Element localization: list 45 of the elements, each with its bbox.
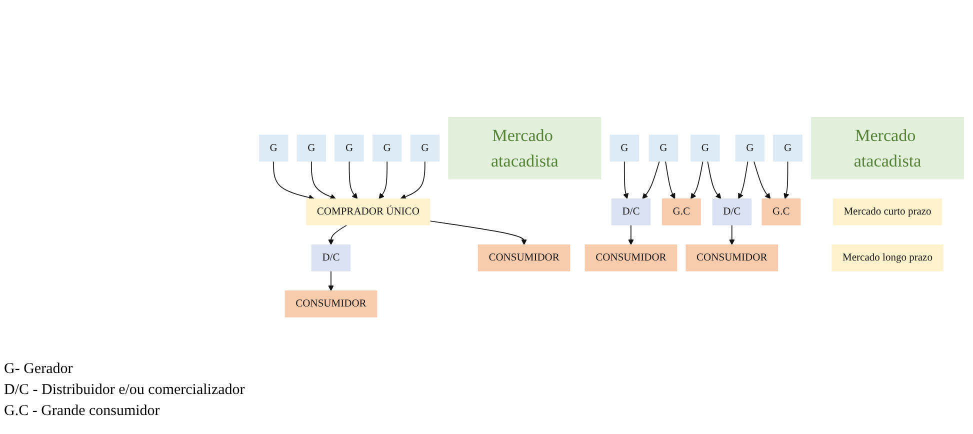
node-box: CONSUMIDOR (686, 244, 778, 272)
node-box: D/C (611, 198, 651, 226)
node-box: Mercado atacadista (810, 116, 964, 180)
node-box: G.C (762, 198, 801, 226)
node-box: G (296, 134, 326, 162)
node-box: Mercado atacadista (448, 116, 602, 180)
arrow (273, 160, 314, 200)
node-box: G (258, 134, 288, 162)
arrow (430, 220, 527, 245)
arrow (628, 224, 634, 245)
node-box: Mercado curto prazo (832, 198, 942, 226)
arrow (400, 160, 426, 200)
arrow (378, 160, 388, 199)
legend-note: G- Gerador (4, 361, 74, 378)
node-box: CONSUMIDOR (284, 290, 378, 318)
node-box: G (334, 134, 364, 162)
arrow (665, 160, 676, 199)
arrow (328, 224, 348, 245)
legend-note: G.C - Grande consumidor (4, 403, 161, 420)
arrow (738, 160, 748, 199)
arrow (784, 160, 790, 199)
node-box: Mercado longo prazo (832, 244, 944, 272)
legend-note: D/C - Distribuidor e/ou comercializador (4, 382, 246, 399)
node-box: G (773, 134, 802, 162)
node-box: G (648, 134, 678, 162)
node-box: CONSUMIDOR (478, 244, 570, 272)
arrow (642, 160, 660, 199)
node-box: D/C (311, 244, 351, 272)
node-box: G.C (662, 198, 701, 226)
arrow (622, 160, 629, 199)
node-box: CONSUMIDOR (584, 244, 678, 272)
node-box: G (410, 134, 440, 162)
arrow (753, 160, 771, 199)
arrow (310, 160, 336, 200)
node-box: G (610, 134, 640, 162)
node-box: G (372, 134, 402, 162)
arrow (729, 224, 735, 245)
arrow (328, 270, 334, 291)
node-box: D/C (712, 198, 752, 226)
arrow (707, 160, 722, 199)
arrow (690, 160, 704, 199)
node-box: G (735, 134, 765, 162)
node-box: G (690, 134, 720, 162)
arrow (348, 160, 358, 199)
node-box: COMPRADOR ÚNICO (306, 198, 430, 226)
